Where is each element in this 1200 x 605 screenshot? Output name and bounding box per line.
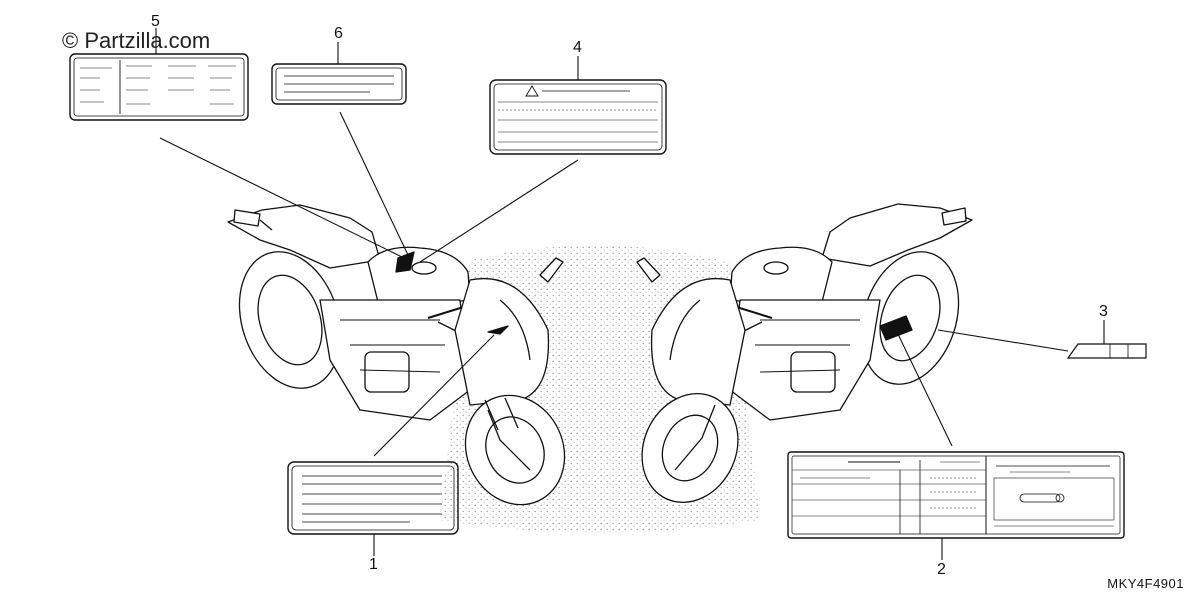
callout-4[interactable]: 4	[573, 39, 582, 56]
warning-triangle-icon	[525, 85, 539, 97]
leader-lines	[155, 28, 1105, 560]
motorcycle-left	[227, 204, 566, 506]
callout-5[interactable]: 5	[151, 13, 160, 30]
callout-6[interactable]: 6	[334, 25, 343, 42]
label-3-graphic	[1066, 343, 1147, 359]
label-4-graphic	[489, 79, 667, 155]
label-1-graphic	[287, 461, 459, 535]
diagram-code: MKY4F4901	[1107, 576, 1184, 591]
label-6-graphic	[271, 63, 407, 105]
label-5-graphic	[69, 53, 249, 121]
callout-2[interactable]: 2	[937, 561, 946, 578]
motorcycle-right	[636, 203, 973, 503]
label-2-graphic	[787, 451, 1125, 539]
callout-3[interactable]: 3	[1099, 303, 1108, 320]
callout-1[interactable]: 1	[369, 556, 378, 573]
watermark-text: © Partzilla.com	[62, 28, 211, 53]
